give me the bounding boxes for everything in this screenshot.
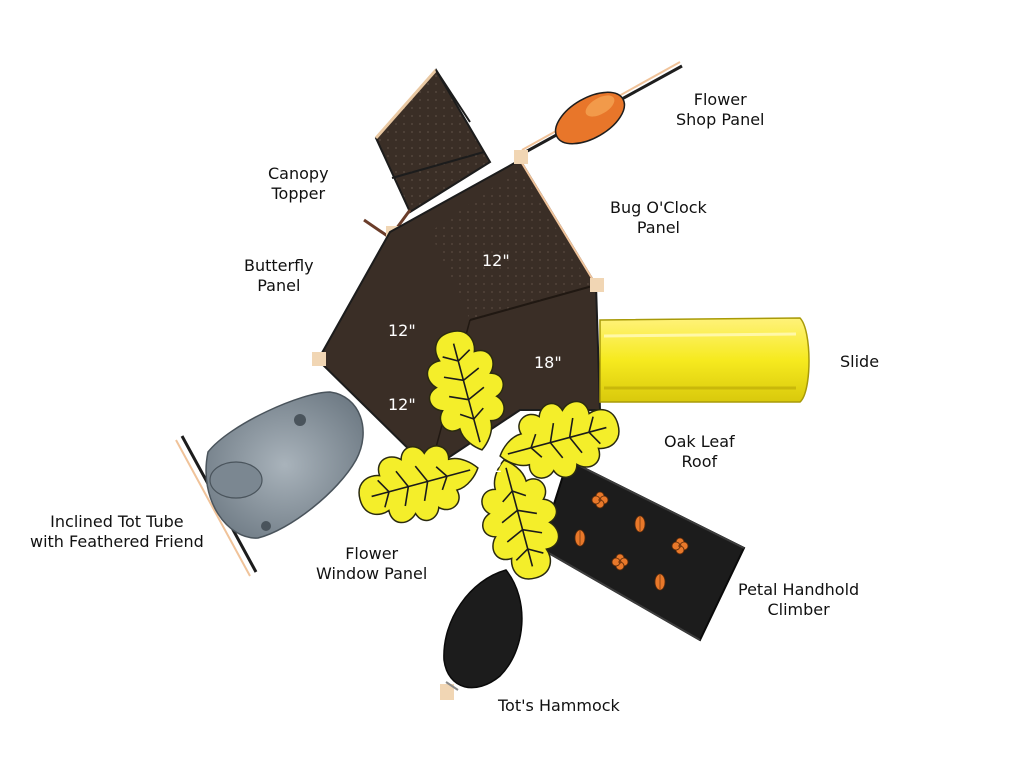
callout-bug-oclock-panel: Bug O'Clock Panel xyxy=(610,198,707,238)
callout-line: with Feathered Friend xyxy=(30,532,204,551)
callout-line: Tot's Hammock xyxy=(498,696,620,715)
callout-line: Window Panel xyxy=(316,564,428,583)
callout-line: Flower xyxy=(693,90,747,109)
callout-line: Bug O'Clock xyxy=(610,198,707,217)
callout-line: Roof xyxy=(681,452,718,471)
tots-hammock-part xyxy=(440,569,523,700)
callout-butterfly-panel: Butterfly Panel xyxy=(244,256,314,296)
callout-inclined-tot-tube: Inclined Tot Tube with Feathered Friend xyxy=(30,512,204,552)
canopy-section xyxy=(374,68,492,214)
callout-line: Flower xyxy=(345,544,399,563)
callout-canopy-topper: Canopy Topper xyxy=(268,164,329,204)
slide-part xyxy=(599,317,810,403)
deck-height-left-upper: 12" xyxy=(388,321,416,340)
callout-line: Inclined Tot Tube xyxy=(50,512,184,531)
deck-height-left-lower: 12" xyxy=(388,395,416,414)
callout-oak-leaf-roof: Oak Leaf Roof xyxy=(664,432,735,472)
callout-line: Panel xyxy=(257,276,301,295)
callout-line: Canopy xyxy=(268,164,329,183)
petal-handhold-climber-part xyxy=(538,458,746,642)
callout-line: Petal Handhold xyxy=(738,580,860,599)
deck-height-center: 12 xyxy=(482,457,502,476)
deck-height-top: 12" xyxy=(482,251,510,270)
flower-shop-panel-part xyxy=(519,61,683,157)
deck-height-right: 18" xyxy=(534,353,562,372)
callout-petal-handhold-climber: Petal Handhold Climber xyxy=(738,580,859,620)
callout-slide: Slide xyxy=(840,352,879,372)
callout-line: Panel xyxy=(636,218,680,237)
callout-flower-window-panel: Flower Window Panel xyxy=(316,544,427,584)
callout-line: Butterfly xyxy=(244,256,314,275)
callout-line: Shop Panel xyxy=(676,110,765,129)
callout-line: Oak Leaf xyxy=(664,432,735,451)
callout-line: Topper xyxy=(271,184,326,203)
callout-flower-shop-panel: Flower Shop Panel xyxy=(676,90,765,130)
callout-tots-hammock: Tot's Hammock xyxy=(498,696,620,716)
tot-tube-part xyxy=(175,391,364,577)
callout-line: Slide xyxy=(840,352,880,371)
callout-line: Climber xyxy=(767,600,830,619)
